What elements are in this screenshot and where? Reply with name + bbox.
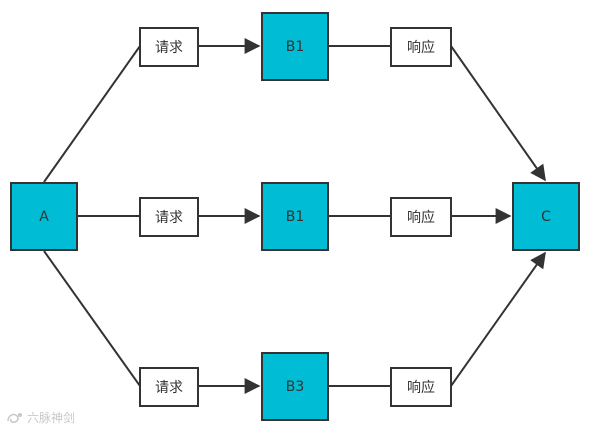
- arrow-response-to-c-top: [450, 45, 546, 182]
- request-box-mid: 请求: [139, 197, 199, 237]
- response-box-top-label: 响应: [407, 40, 435, 56]
- response-box-bot-label: 响应: [407, 380, 435, 396]
- node-c-label: C: [541, 208, 551, 225]
- watermark: 六脉神剑: [6, 409, 75, 426]
- node-b-top: B1: [261, 12, 329, 81]
- node-b-mid-label: B1: [285, 208, 305, 225]
- response-box-bot: 响应: [390, 367, 452, 407]
- node-b-mid: B1: [261, 182, 329, 251]
- node-a: A: [10, 182, 78, 251]
- node-b-bot: B3: [261, 352, 329, 421]
- request-box-top-label: 请求: [155, 40, 183, 56]
- request-box-bot-label: 请求: [155, 380, 183, 396]
- edge-a-to-request-top: [43, 45, 141, 183]
- node-a-label: A: [39, 208, 49, 225]
- request-box-mid-label: 请求: [155, 210, 183, 226]
- response-box-mid-label: 响应: [407, 210, 435, 226]
- node-b-top-label: B1: [285, 38, 305, 55]
- watermark-text: 六脉神剑: [27, 411, 76, 425]
- edge-a-to-request-bot: [43, 250, 141, 387]
- watermark-logo-icon: [7, 412, 22, 423]
- node-b-bot-label: B3: [285, 378, 305, 395]
- response-box-top: 响应: [390, 27, 452, 67]
- response-box-mid: 响应: [390, 197, 452, 237]
- node-c: C: [512, 182, 580, 251]
- request-box-bot: 请求: [139, 367, 199, 407]
- arrow-response-to-c-bot: [450, 251, 546, 387]
- request-box-top: 请求: [139, 27, 199, 67]
